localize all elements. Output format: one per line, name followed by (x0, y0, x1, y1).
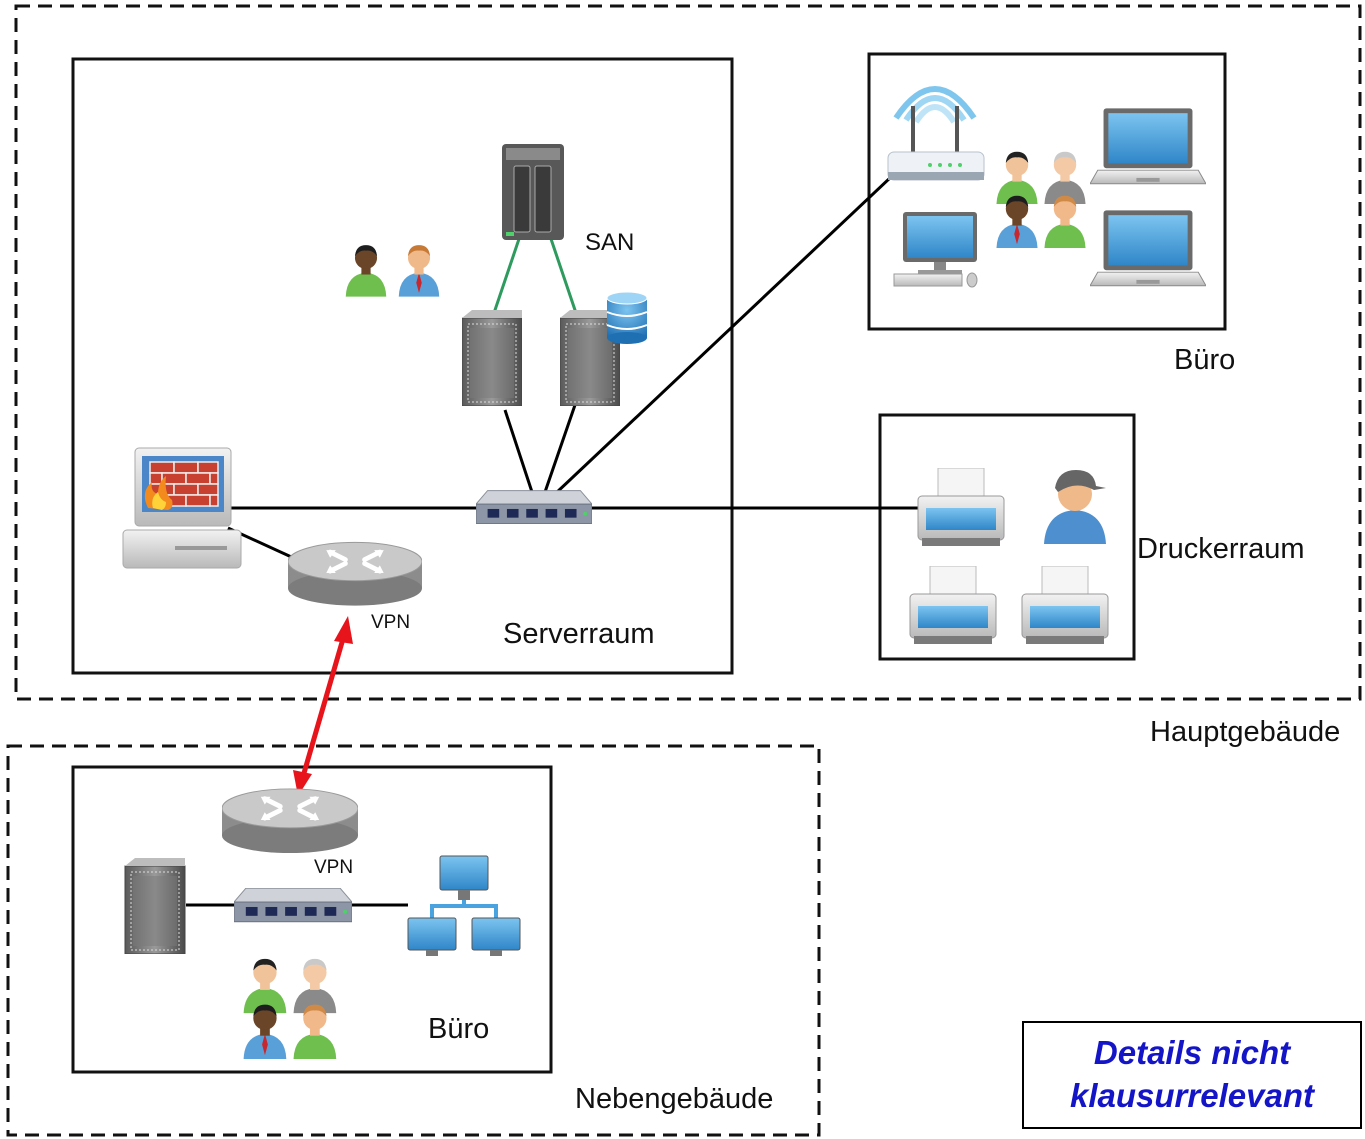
main-building-zone (14, 4, 1362, 701)
printer-room-label: Druckerraum (1137, 533, 1305, 565)
vpn-tunnel-arrow (293, 616, 353, 796)
router-icon (288, 542, 422, 605)
exam-note-line2: klausurrelevant (1070, 1077, 1314, 1114)
annex-building-zone (6, 744, 821, 1137)
exam-note-box: Details nicht klausurrelevant (1022, 1021, 1362, 1129)
office-annex-box (71, 765, 553, 1074)
server-room-label: Serverraum (503, 618, 655, 650)
san-label: SAN (585, 229, 635, 256)
wifi-router-icon (887, 86, 985, 181)
firewall-icon (122, 447, 242, 569)
san-links (492, 235, 578, 314)
office-main-label: Büro (1174, 344, 1236, 376)
user-icon (1044, 470, 1106, 544)
switch-icon (476, 490, 592, 524)
user-icon (398, 245, 440, 297)
user-group-icon (996, 152, 1085, 248)
server-room-box (71, 57, 734, 675)
network-icon (407, 855, 521, 956)
router-icon (222, 789, 358, 853)
user-icon (345, 245, 387, 297)
office-main-box (867, 52, 1227, 331)
san-storage-icon (502, 144, 564, 240)
laptop-icon (1090, 107, 1206, 185)
database-icon (606, 291, 648, 344)
main-building-label: Hauptgebäude (1150, 716, 1341, 748)
printer-icon (1021, 566, 1109, 645)
vpn-main-label: VPN (371, 612, 411, 633)
server-icon (462, 310, 522, 406)
switch-icon (234, 888, 352, 923)
printer-room-box (878, 413, 1136, 661)
annex-building-label: Nebengebäude (575, 1083, 774, 1115)
user-group-icon (244, 959, 337, 1059)
desktop-icon (893, 212, 978, 288)
laptop-icon (1090, 209, 1206, 287)
printer-icon (917, 468, 1005, 547)
printer-icon (909, 566, 997, 645)
exam-note-line1: Details nicht (1093, 1034, 1291, 1072)
office-annex-label: Büro (428, 1013, 490, 1045)
vpn-annex-label: VPN (314, 857, 354, 878)
server-icon (124, 858, 186, 954)
network-links (186, 176, 918, 907)
